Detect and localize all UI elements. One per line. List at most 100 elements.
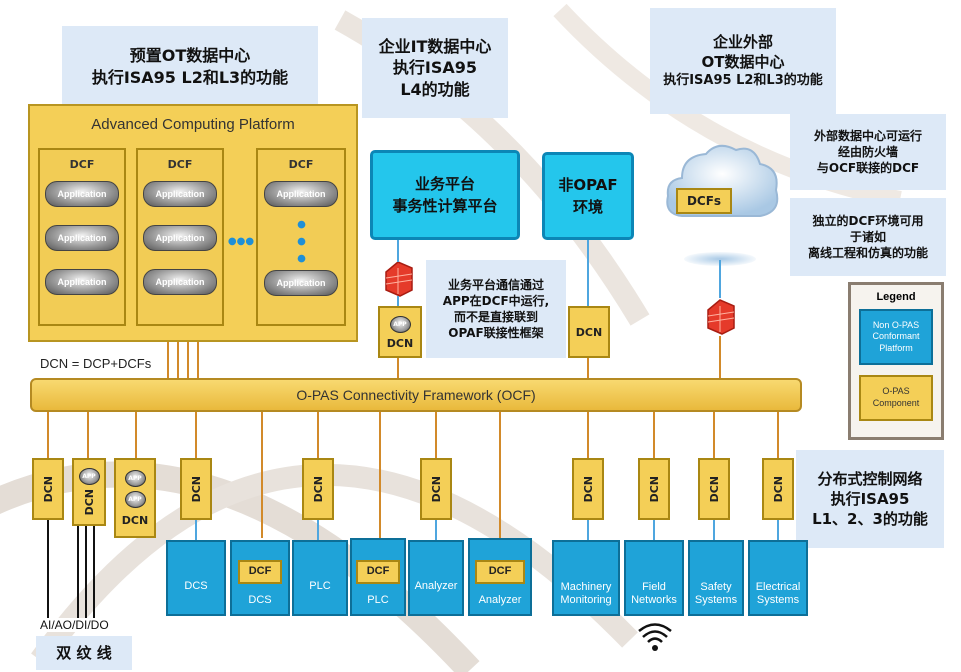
dcn-label: DCN bbox=[429, 475, 443, 503]
callout-line: 外部数据中心可运行 bbox=[813, 128, 922, 143]
horizontal-ellipsis: ●●● bbox=[227, 236, 255, 247]
device-label: PLC bbox=[367, 594, 389, 607]
legend-label: Conformant bbox=[872, 331, 920, 342]
callout-line: 分布式控制网络 bbox=[817, 469, 923, 488]
callout-line: OPAF联接性框架 bbox=[448, 326, 544, 341]
business-platform-box: 业务平台 事务性计算平台 bbox=[370, 150, 520, 240]
dcf-chip: DCF bbox=[238, 560, 282, 585]
dcn-label: DCN bbox=[707, 475, 721, 503]
callout-line: L4的功能 bbox=[400, 79, 470, 99]
callout-line: 离线工程和仿真的功能 bbox=[807, 246, 928, 261]
legend-label: O-PAS bbox=[882, 386, 910, 397]
dcn-label: DCN bbox=[581, 475, 595, 503]
application-pill: Application bbox=[143, 181, 217, 207]
application-pill: Application bbox=[45, 181, 119, 207]
dcf-box-3: DCF Application ●●● Application bbox=[256, 148, 346, 326]
dcn-label: DCN bbox=[386, 337, 414, 350]
twisted-pair-text: 双 纹 线 bbox=[56, 643, 112, 662]
dcn-box-plc: DCN bbox=[302, 458, 334, 520]
dcf-box-1: DCF Application Application Application bbox=[38, 148, 126, 326]
non-opaf-line: 非OPAF bbox=[558, 175, 618, 194]
dcn-definition-text: DCN = DCP+DCFs bbox=[40, 356, 152, 371]
device-label: DCS bbox=[184, 580, 208, 593]
dcf-label: DCF bbox=[69, 158, 95, 171]
dcfs-label-box: DCFs bbox=[676, 188, 732, 214]
app-icon: APP bbox=[78, 468, 100, 486]
device-label: Analyzer bbox=[478, 594, 522, 607]
device-analyzer-1: Analyzer bbox=[408, 540, 464, 616]
callout-line: 企业外部 bbox=[712, 32, 773, 51]
legend-label: Non O-PAS bbox=[872, 320, 920, 331]
dcn-box-two-app: APP APP DCN bbox=[114, 458, 156, 538]
legend-yellow-swatch: O-PAS Component bbox=[859, 375, 933, 421]
callout-line: 业务平台通信通过 bbox=[447, 277, 544, 292]
callout-line: 独立的DCF环境可用 bbox=[812, 213, 924, 228]
legend-blue-swatch: Non O-PAS Conformant Platform bbox=[859, 309, 933, 365]
device-label: Electrical bbox=[755, 580, 801, 593]
twisted-pair-callout: 双 纹 线 bbox=[36, 636, 132, 670]
dcn-definition: DCN = DCP+DCFs bbox=[40, 356, 151, 371]
callout-line: 执行ISA95 L2和L3的功能 bbox=[663, 73, 823, 89]
business-platform-line: 业务平台 bbox=[414, 174, 475, 193]
io-label: AI/AO/DI/DO bbox=[40, 618, 109, 632]
callout-line: 与OCF联接的DCF bbox=[816, 161, 920, 176]
dcn-label: DCN bbox=[189, 475, 203, 503]
application-pill: Application bbox=[143, 225, 217, 251]
dcn-box-safety: DCN bbox=[698, 458, 730, 520]
dcn-box-dcs: DCN bbox=[180, 458, 212, 520]
dcn-box-machinery: DCN bbox=[572, 458, 604, 520]
legend-box: Legend Non O-PAS Conformant Platform O-P… bbox=[848, 282, 944, 440]
wireless-icon bbox=[638, 623, 672, 651]
dcn-box-analyzer: DCN bbox=[420, 458, 452, 520]
callout-line: OT数据中心 bbox=[701, 53, 785, 72]
dcn-label: DCN bbox=[82, 489, 96, 516]
device-label: Systems bbox=[756, 594, 800, 607]
callout-line: 执行ISA95 L2和L3的功能 bbox=[91, 68, 289, 87]
callout-line: 而不是直接联到 bbox=[453, 310, 538, 324]
ot-data-center-callout: 预置OT数据中心执行ISA95 L2和L3的功能 bbox=[62, 26, 318, 108]
dcn-label: DCN bbox=[771, 475, 785, 503]
legend-label: Component bbox=[872, 398, 920, 408]
callout-line: 执行ISA95 bbox=[830, 489, 910, 508]
device-field-networks: Field Networks bbox=[624, 540, 684, 616]
application-pill: Application bbox=[264, 270, 338, 296]
dcn-label: DCN bbox=[121, 513, 149, 527]
device-label: Analyzer bbox=[414, 580, 458, 593]
app-icon: APP bbox=[124, 490, 146, 508]
dcn-label: DCN bbox=[647, 475, 661, 503]
ocf-bar: O-PAS Connectivity Framework (OCF) bbox=[30, 378, 802, 412]
application-pill: Application bbox=[45, 269, 119, 295]
device-safety-systems: Safety Systems bbox=[688, 540, 744, 616]
dcn-box-field: DCN bbox=[638, 458, 670, 520]
callout-line: 经由防火墙 bbox=[837, 144, 898, 159]
device-plc-1: PLC bbox=[292, 540, 348, 616]
callout-line: 企业IT数据中心 bbox=[378, 36, 492, 56]
device-label: Systems bbox=[694, 594, 738, 607]
device-label: DCS bbox=[248, 594, 272, 607]
dcf-label: DCF bbox=[167, 158, 193, 171]
legend-label: Platform bbox=[879, 342, 913, 353]
device-machinery-monitoring: Machinery Monitoring bbox=[552, 540, 620, 616]
acp-title: Advanced Computing Platform bbox=[91, 116, 295, 133]
app-icon: APP bbox=[124, 469, 146, 487]
dcn-box-app: APP DCN bbox=[72, 458, 106, 526]
callout-line: L1、2、3的功能 bbox=[812, 510, 928, 529]
non-opaf-box: 非OPAF 环境 bbox=[542, 152, 634, 240]
callout-line: APP在DCF中运行, bbox=[442, 293, 550, 308]
dcf-label: DCF bbox=[288, 158, 314, 171]
device-label: PLC bbox=[309, 580, 331, 593]
cloud-shadow bbox=[684, 252, 756, 266]
dcf-chip: DCF bbox=[475, 560, 525, 585]
business-dcn-box: APP DCN bbox=[378, 306, 422, 358]
non-opaf-line: 环境 bbox=[572, 198, 603, 216]
callout-line: 预置OT数据中心 bbox=[129, 46, 251, 66]
dcn-box-io: DCN bbox=[32, 458, 64, 520]
device-dcs-2: DCF DCS bbox=[230, 540, 290, 616]
dcn-box-electrical: DCN bbox=[762, 458, 794, 520]
application-pill: Application bbox=[264, 181, 338, 207]
application-pill: Application bbox=[143, 269, 217, 295]
dcn-label: DCN bbox=[311, 475, 325, 503]
device-electrical-systems: Electrical Systems bbox=[748, 540, 808, 616]
